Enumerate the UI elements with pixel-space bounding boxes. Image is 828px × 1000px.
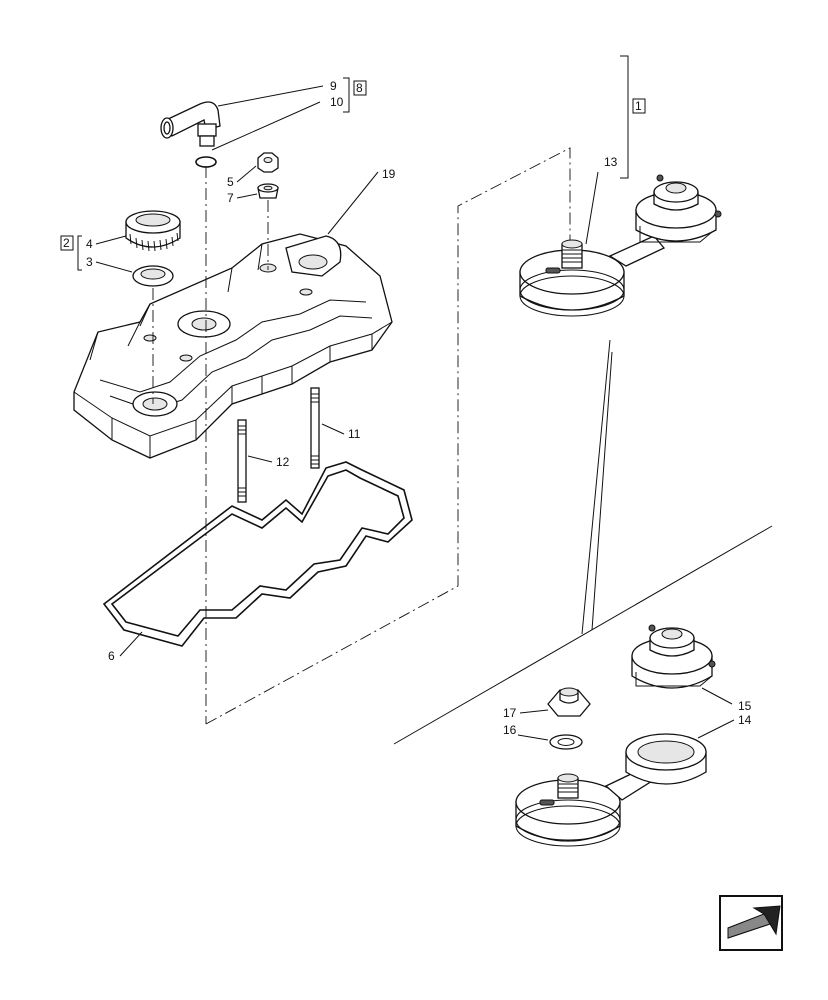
arrow-back-icon[interactable] (719, 895, 783, 951)
callout-11: 11 (348, 427, 361, 441)
leader-7 (236, 193, 258, 199)
callout-13: 13 (604, 155, 618, 169)
callout-1: 1 (635, 99, 642, 113)
separator-valve-part (631, 624, 716, 689)
leader-9 (217, 85, 324, 107)
leader-12 (247, 455, 273, 463)
leader-17 (519, 709, 549, 714)
leader-15 (701, 687, 733, 705)
callout-14: 14 (738, 713, 752, 727)
callout-10: 10 (330, 95, 344, 109)
leader-6 (119, 631, 143, 657)
box-2 (60, 235, 74, 251)
callout-4: 4 (86, 237, 93, 251)
callout-16: 16 (503, 723, 517, 737)
stud-part-11 (310, 387, 320, 469)
breather-housing-part (515, 733, 707, 847)
box-8 (353, 80, 367, 96)
callout-8: 8 (356, 81, 363, 95)
callout-15: 15 (738, 699, 752, 713)
callout-5: 5 (227, 175, 234, 189)
stud-part-12 (237, 419, 247, 503)
leader-5 (236, 165, 257, 183)
gasket-part (102, 461, 413, 647)
box-1 (632, 98, 646, 114)
valve-cover-part (73, 233, 393, 459)
washer-part (257, 183, 279, 199)
leader-11 (321, 423, 345, 435)
nut-part (257, 152, 279, 173)
separator-line-c (393, 525, 773, 745)
breather-assembly-part (519, 174, 722, 317)
callout-7: 7 (227, 191, 234, 205)
centerline-breather (205, 147, 571, 725)
small-cap-part (547, 687, 591, 717)
leader-19 (327, 171, 379, 235)
separator-line-a (581, 339, 611, 635)
callout-19: 19 (382, 167, 396, 181)
callout-3: 3 (86, 255, 93, 269)
bracket-1 (620, 55, 629, 179)
flat-washer-part (549, 734, 583, 750)
o-ring-part (195, 156, 217, 168)
callout-2: 2 (63, 236, 70, 250)
oil-filler-cap-part (125, 210, 181, 252)
callout-12: 12 (276, 455, 290, 469)
seal-ring-part (132, 265, 174, 287)
leader-13 (585, 171, 599, 245)
callout-6: 6 (108, 649, 115, 663)
leader-3 (95, 261, 133, 273)
leader-4 (95, 235, 127, 245)
bracket-8 (343, 77, 350, 113)
separator-line-b (591, 351, 613, 631)
breather-hose-part (160, 101, 221, 147)
callout-9: 9 (330, 79, 337, 93)
bracket-2 (77, 235, 82, 271)
leader-10 (211, 101, 321, 151)
callout-17: 17 (503, 706, 517, 720)
leader-14 (697, 719, 735, 739)
leader-16 (517, 734, 549, 741)
